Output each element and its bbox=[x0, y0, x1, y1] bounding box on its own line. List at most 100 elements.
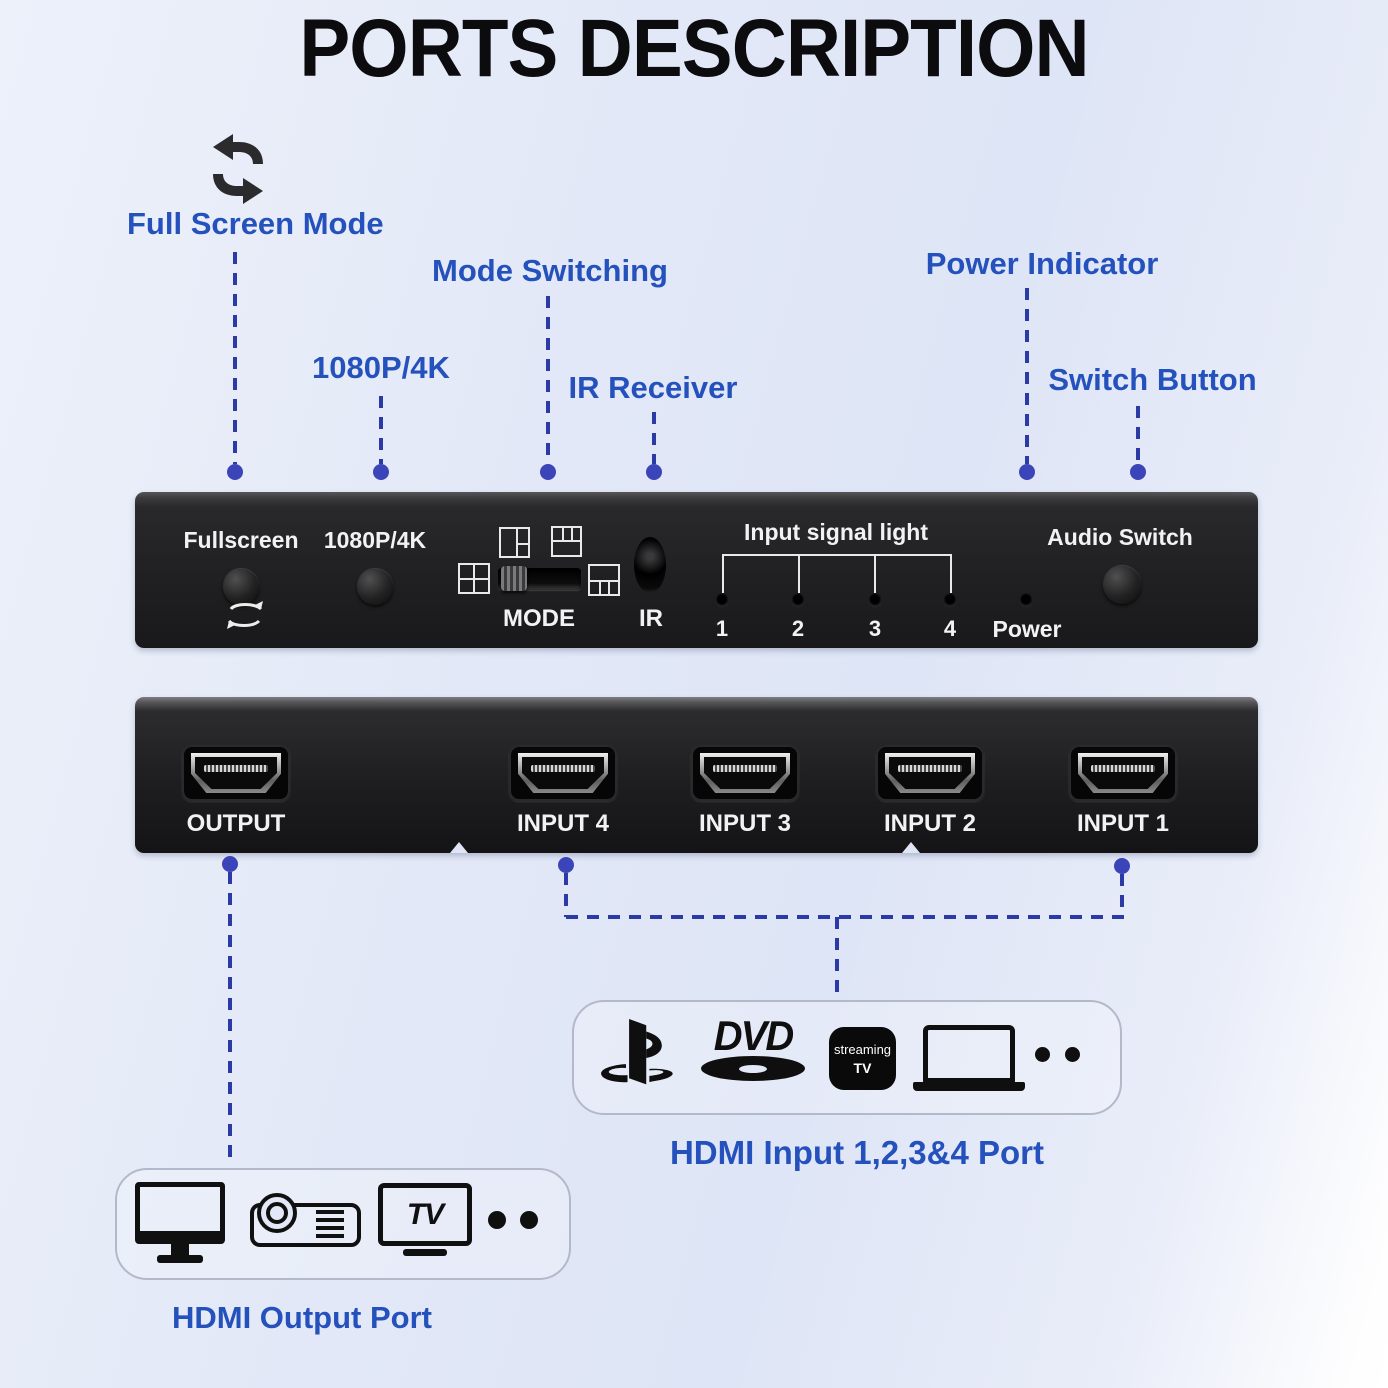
callout-dot bbox=[1114, 858, 1130, 874]
panel-notch bbox=[902, 842, 920, 853]
tv-icon-stand bbox=[403, 1249, 447, 1256]
device-front-panel bbox=[135, 492, 1258, 648]
projector-lens-inner bbox=[266, 1202, 288, 1224]
callout-line bbox=[1136, 406, 1140, 464]
callout-dot bbox=[1130, 464, 1146, 480]
hdmi-input-2-port bbox=[876, 745, 984, 801]
streaming-tv-icon: streaming TV bbox=[829, 1027, 896, 1090]
laptop-icon bbox=[923, 1025, 1015, 1083]
input-connector-line bbox=[566, 915, 1124, 919]
projector-vent bbox=[316, 1218, 344, 1222]
mode-icon-one-top-three-bottom bbox=[588, 564, 620, 596]
input-connector-stem bbox=[835, 917, 839, 1000]
panel-notch bbox=[450, 842, 468, 853]
projector-vent bbox=[316, 1234, 344, 1238]
input-devices-box bbox=[572, 1000, 1122, 1115]
callout-power-indicator: Power Indicator bbox=[925, 246, 1159, 281]
mode-icon-quad-grid bbox=[458, 563, 490, 594]
input-connector-line bbox=[564, 873, 568, 917]
callout-dot bbox=[646, 464, 662, 480]
fullscreen-button-label: Fullscreen bbox=[183, 527, 299, 553]
ir-label: IR bbox=[639, 605, 663, 632]
monitor-icon bbox=[135, 1182, 225, 1244]
callout-ir-receiver: IR Receiver bbox=[568, 370, 738, 405]
monitor-icon-stand bbox=[171, 1244, 189, 1256]
hdmi-input-1-port bbox=[1069, 745, 1177, 801]
callout-switch-button: Switch Button bbox=[1048, 362, 1257, 397]
streaming-tv-line2: TV bbox=[853, 1059, 872, 1076]
dvd-icon: DVD bbox=[698, 1014, 808, 1081]
streaming-tv-line1: streaming bbox=[833, 1041, 892, 1057]
audio-switch-label: Audio Switch bbox=[1047, 524, 1193, 550]
tv-icon: TV bbox=[378, 1183, 472, 1246]
input-3-led bbox=[868, 593, 882, 607]
mode-label: MODE bbox=[503, 605, 575, 632]
callout-dot bbox=[227, 464, 243, 480]
audio-switch-button bbox=[1103, 566, 1141, 604]
callout-dot bbox=[222, 856, 238, 872]
power-label: Power bbox=[992, 616, 1062, 642]
hdmi-input-caption: HDMI Input 1,2,3&4 Port bbox=[669, 1134, 1045, 1171]
projector-lens bbox=[257, 1193, 297, 1233]
rotate-loop-icon bbox=[227, 601, 263, 629]
callout-dot bbox=[1019, 464, 1035, 480]
projector-vent bbox=[316, 1210, 344, 1214]
callout-line bbox=[1025, 288, 1029, 464]
signal-bracket-line bbox=[950, 556, 952, 593]
monitor-icon-base bbox=[157, 1255, 203, 1263]
laptop-icon-base bbox=[913, 1082, 1025, 1091]
projector-icon bbox=[250, 1203, 361, 1247]
input-connector-line bbox=[1120, 874, 1124, 917]
input-4-port-label: INPUT 4 bbox=[516, 810, 609, 837]
more-devices-dot bbox=[1035, 1047, 1050, 1062]
signal-bracket-line bbox=[722, 554, 952, 556]
led-number-3: 3 bbox=[868, 616, 882, 641]
led-number-2: 2 bbox=[791, 616, 805, 641]
output-connector-line bbox=[228, 872, 232, 1164]
callout-line bbox=[233, 252, 237, 464]
hdmi-output-port bbox=[182, 745, 290, 801]
mode-switch-knob bbox=[501, 566, 527, 591]
input-2-led bbox=[791, 593, 805, 607]
dvd-icon-text: DVD bbox=[713, 1012, 794, 1059]
playstation-icon bbox=[601, 1019, 673, 1085]
ir-receiver-window bbox=[634, 537, 666, 593]
callout-dot bbox=[540, 464, 556, 480]
callout-mode-switching: Mode Switching bbox=[432, 253, 668, 288]
callout-dot bbox=[558, 857, 574, 873]
signal-bracket-line bbox=[874, 556, 876, 593]
input-1-led bbox=[715, 593, 729, 607]
output-port-label: OUTPUT bbox=[186, 810, 286, 837]
more-devices-dot bbox=[520, 1211, 538, 1229]
hdmi-output-caption: HDMI Output Port bbox=[171, 1300, 432, 1335]
signal-bracket-line bbox=[798, 556, 800, 593]
more-devices-dot bbox=[488, 1211, 506, 1229]
hdmi-input-3-port bbox=[691, 745, 799, 801]
input-1-port-label: INPUT 1 bbox=[1076, 810, 1169, 837]
input-3-port-label: INPUT 3 bbox=[698, 810, 791, 837]
page-title: PORTS DESCRIPTION bbox=[299, 3, 1089, 94]
callout-line bbox=[546, 296, 550, 464]
mode-slide-switch bbox=[498, 566, 581, 591]
callout-dot bbox=[373, 464, 389, 480]
more-devices-dot bbox=[1065, 1047, 1080, 1062]
resolution-button-label: 1080P/4K bbox=[323, 527, 427, 553]
input-signal-light-label: Input signal light bbox=[744, 519, 928, 545]
led-number-1: 1 bbox=[715, 616, 729, 641]
callout-line bbox=[379, 396, 383, 464]
led-number-4: 4 bbox=[943, 616, 957, 641]
fullscreen-button bbox=[223, 569, 259, 605]
signal-bracket-line bbox=[722, 556, 724, 593]
tv-icon-text: TV bbox=[406, 1197, 444, 1231]
projector-vent bbox=[316, 1226, 344, 1230]
power-led bbox=[1019, 593, 1033, 607]
mode-icon-three-top-one-bottom bbox=[551, 526, 582, 557]
mode-icon-one-left-two-right bbox=[499, 527, 530, 558]
callout-full-screen-mode: Full Screen Mode bbox=[127, 206, 384, 241]
hdmi-input-4-port bbox=[509, 745, 617, 801]
dvd-disc bbox=[701, 1056, 805, 1081]
resolution-button bbox=[357, 569, 393, 605]
callout-1080p-4k: 1080P/4K bbox=[312, 350, 450, 385]
callout-line bbox=[652, 412, 656, 464]
